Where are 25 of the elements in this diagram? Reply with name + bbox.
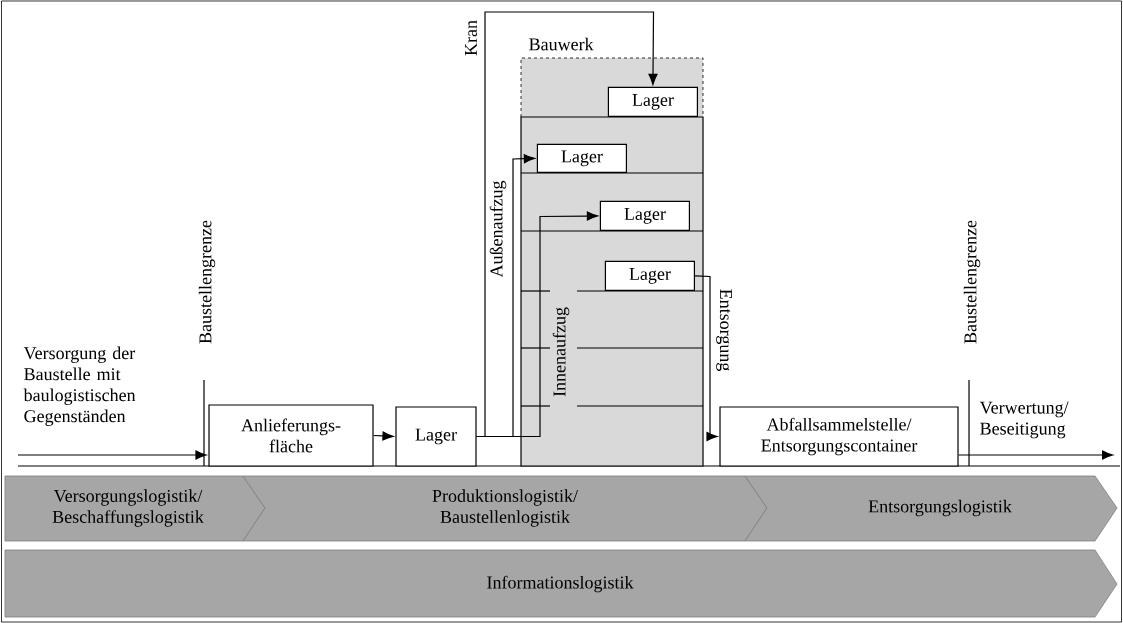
node-label: Entsorgungslogistik [868, 499, 1012, 517]
arrow [17, 450, 207, 460]
arrow [958, 450, 1114, 460]
edge-label: Verwertung/ Beseitigung [979, 401, 1069, 439]
arrow [373, 431, 394, 441]
process-box: Abfallsammelstelle/ Entsorgungscontainer [719, 406, 959, 467]
process-box: Lager [536, 143, 627, 173]
node-label: Bauwerk [529, 37, 594, 51]
process-box: Lager [599, 200, 690, 231]
process-box: Lager [607, 86, 698, 117]
boundary-label: Baustellengrenze [198, 220, 216, 344]
process-box: Anlieferungs- fläche [208, 404, 374, 467]
edge-label: Innenaufzug [552, 307, 570, 397]
arrow [476, 211, 598, 438]
phase-band: Entsorgungslogistik [744, 475, 1118, 542]
edge-label: Entsorgung [716, 289, 732, 371]
phase-band: Versorgungslogistik/ Beschaffungslogistik [4, 475, 266, 542]
process-box: Lager [604, 260, 695, 291]
process-box: Lager [395, 406, 477, 467]
edge-label: Außenaufzug [489, 180, 507, 278]
arrow [694, 275, 718, 442]
phase-band: Informationslogistik [4, 549, 1118, 618]
edge-label: Versorgung der Baustelle mit baulogistischen Gegenständen [23, 346, 136, 426]
boundary-label: Baustellengrenze [963, 220, 981, 344]
edge-label: Kran [465, 20, 477, 56]
